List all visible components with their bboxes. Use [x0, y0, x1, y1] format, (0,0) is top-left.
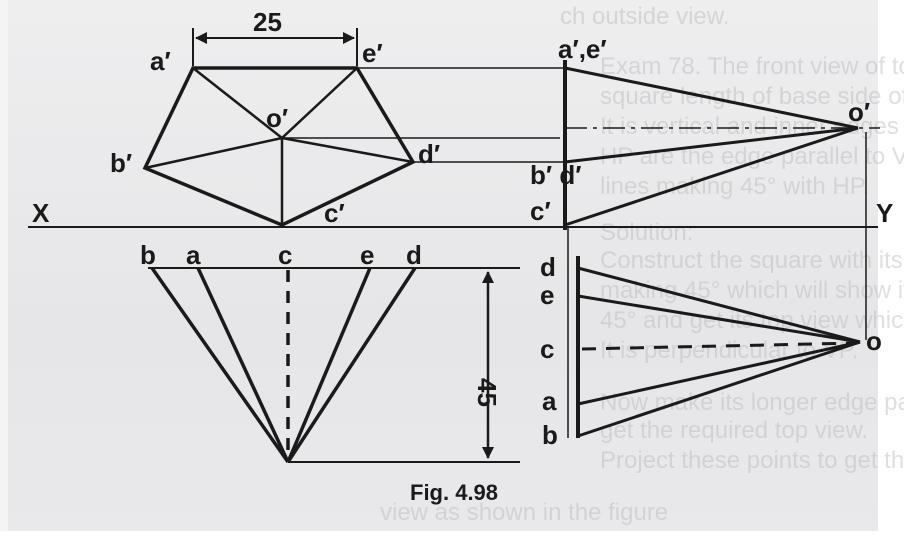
ghost-line-9: 45° and get its top view which	[600, 307, 904, 334]
y-label: Y	[876, 198, 893, 228]
edge-a-o	[192, 67, 283, 139]
left-margin	[0, 0, 8, 543]
bottom-margin	[0, 531, 904, 543]
side-front-edge-c	[564, 126, 859, 227]
side-front-edge-bd	[564, 126, 859, 164]
ghost-line-7: Construct the square with its	[600, 247, 903, 274]
top-edge-b	[150, 266, 290, 464]
label-c-prime: c′	[324, 198, 345, 228]
side-top-edge-b	[577, 340, 861, 438]
right-margin	[878, 0, 904, 543]
side-top-view	[567, 132, 867, 438]
dimension-25-label: 25	[253, 7, 282, 37]
label-c-side: c	[540, 334, 554, 364]
front-view-outline	[142, 66, 416, 227]
x-label: X	[32, 198, 50, 228]
ghost-line-5: lines making 45° with HP.	[600, 173, 869, 200]
label-d-side: d	[540, 252, 556, 282]
figure-caption: Fig. 4.98	[410, 480, 498, 505]
label-d-prime: d′	[418, 139, 440, 169]
label-b: b	[140, 240, 156, 270]
label-o-side: o	[866, 326, 882, 356]
label-a-side: a	[542, 386, 557, 416]
label-a: a	[186, 240, 201, 270]
side-front-edge-ae	[564, 66, 859, 130]
dimension-45-label: 45	[472, 378, 502, 407]
side-front-view	[563, 60, 880, 230]
label-bd-prime: b′ d′	[530, 160, 581, 190]
projectors-front	[282, 67, 565, 163]
label-e: e	[360, 240, 374, 270]
ghost-line-8: making 45° which will show its rectan	[600, 277, 904, 304]
ghost-line-14: view as shown in the figure	[380, 499, 668, 526]
side-top-edge-e	[577, 294, 861, 344]
label-c: c	[278, 240, 292, 270]
ghost-line-6: Solution:	[600, 219, 693, 246]
label-c-prime-side: c′	[530, 196, 551, 226]
label-b-prime: b′	[110, 148, 132, 178]
side-top-edge-a	[577, 340, 861, 406]
side-top-edge-d	[577, 266, 861, 344]
label-ae-prime: a′,e′	[558, 34, 607, 64]
dimension-25	[192, 28, 358, 66]
label-a-prime: a′	[150, 46, 171, 76]
edge-d-o	[281, 136, 414, 164]
label-b-side: b	[542, 420, 558, 450]
ghost-line-13: Project these points to get the required	[600, 447, 904, 474]
ghost-line-4: HP are the edge parallel to VP inclined	[600, 143, 904, 170]
ghost-line-0: ch outside view.	[560, 3, 729, 30]
label-e-prime: e′	[362, 38, 383, 68]
ghost-line-12: get the required top view.	[600, 417, 868, 444]
front-view	[142, 66, 416, 227]
top-edge-e	[286, 267, 372, 463]
top-edge-d	[286, 267, 417, 463]
ghost-line-1: Exam 78. The front view of top	[600, 53, 904, 80]
edge-e-o	[281, 67, 358, 139]
label-o-prime-side: o′	[848, 97, 870, 127]
top-edge-a	[196, 267, 290, 463]
label-e-side: e	[540, 280, 554, 310]
top-view	[148, 266, 520, 464]
label-o-prime: o′	[266, 103, 288, 133]
label-d: d	[406, 240, 422, 270]
edge-b-o	[144, 136, 283, 170]
background-text: ch outside view. Exam 78. The front view…	[380, 3, 904, 526]
